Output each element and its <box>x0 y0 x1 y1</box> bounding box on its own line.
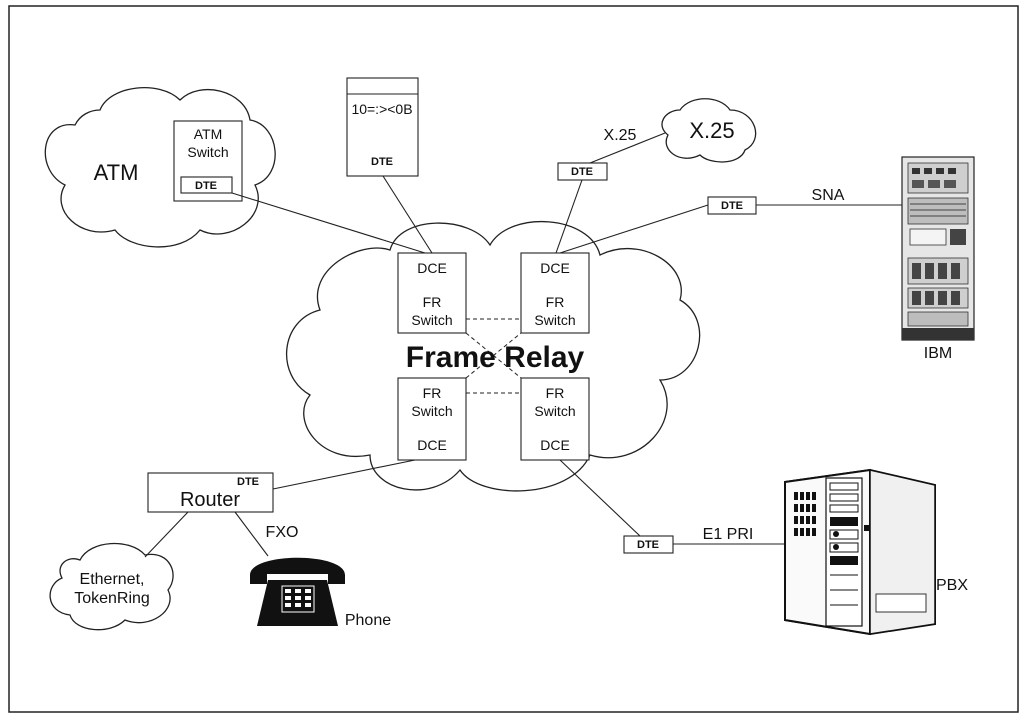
switch-label: Switch <box>534 312 575 328</box>
link-router-ethernet <box>144 511 189 558</box>
link-terminal-fr <box>382 175 433 254</box>
switch-label: Switch <box>534 403 575 419</box>
pbx-server-icon <box>784 468 936 636</box>
dce-label: DCE <box>417 437 447 453</box>
ethernet-label-line1: Ethernet, <box>80 571 145 588</box>
dce-label: DCE <box>540 260 570 276</box>
switch-label: Switch <box>411 403 452 419</box>
diagram-frame <box>8 5 1019 713</box>
link-x25 <box>589 132 666 164</box>
atm-switch-line2: Switch <box>187 144 228 160</box>
dce-label: DCE <box>540 437 570 453</box>
phone-label: Phone <box>345 612 391 629</box>
sna-label: SNA <box>812 187 845 204</box>
terminal-dte-label: DTE <box>371 156 393 168</box>
sna-dte-label: DTE <box>721 200 743 212</box>
fr-mesh-links <box>465 318 522 394</box>
terminal-code: 10=:><0B <box>351 101 412 117</box>
link-x25-fr <box>555 179 583 254</box>
x25-dte-label: DTE <box>571 166 593 178</box>
switch-label: Switch <box>411 312 452 328</box>
fr-label: FR <box>546 294 565 310</box>
x25-cloud <box>661 98 757 163</box>
x25-cloud-label: X.25 <box>689 118 734 143</box>
fr-switch-top-right: DCE FR Switch <box>520 252 590 334</box>
x25-link-label: X.25 <box>604 127 637 144</box>
atm-switch: ATM Switch DTE <box>173 120 243 202</box>
router-dte-label: DTE <box>237 476 259 488</box>
terminal-device: 10=:><0B DTE <box>346 77 419 177</box>
link-router-phone <box>234 511 269 557</box>
router-label: Router <box>180 489 240 511</box>
fr-label: FR <box>546 385 565 401</box>
router-device: DTE Router <box>147 472 274 513</box>
frame-relay-cloud <box>286 220 701 492</box>
link-router-fr <box>272 459 416 490</box>
atm-switch-line1: ATM <box>194 126 223 142</box>
fxo-label: FXO <box>266 524 299 541</box>
atm-dte-label: DTE <box>195 180 217 192</box>
dce-label: DCE <box>417 260 447 276</box>
link-atm-fr <box>231 192 426 254</box>
link-pbx-fr <box>559 459 641 537</box>
ibm-label: IBM <box>924 345 952 362</box>
fr-switch-top-left: DCE FR Switch <box>397 252 467 334</box>
x25-dte-box <box>557 162 608 181</box>
fr-label: FR <box>423 294 442 310</box>
link-sna-fr <box>559 204 709 254</box>
ethernet-cloud <box>49 542 174 631</box>
pbx-label: PBX <box>936 577 968 594</box>
e1-label: E1 PRI <box>703 526 754 543</box>
ibm-mainframe-icon <box>901 156 975 341</box>
fr-switch-bottom-left: FR Switch DCE <box>397 377 467 461</box>
fr-switch-bottom-right: FR Switch DCE <box>520 377 590 461</box>
phone-icon <box>250 557 345 626</box>
atm-label: ATM <box>94 160 139 185</box>
fr-label: FR <box>423 385 442 401</box>
pbx-dte-label: DTE <box>637 539 659 551</box>
frame-relay-title: Frame Relay <box>406 341 585 374</box>
ethernet-label-line2: TokenRing <box>74 590 150 607</box>
